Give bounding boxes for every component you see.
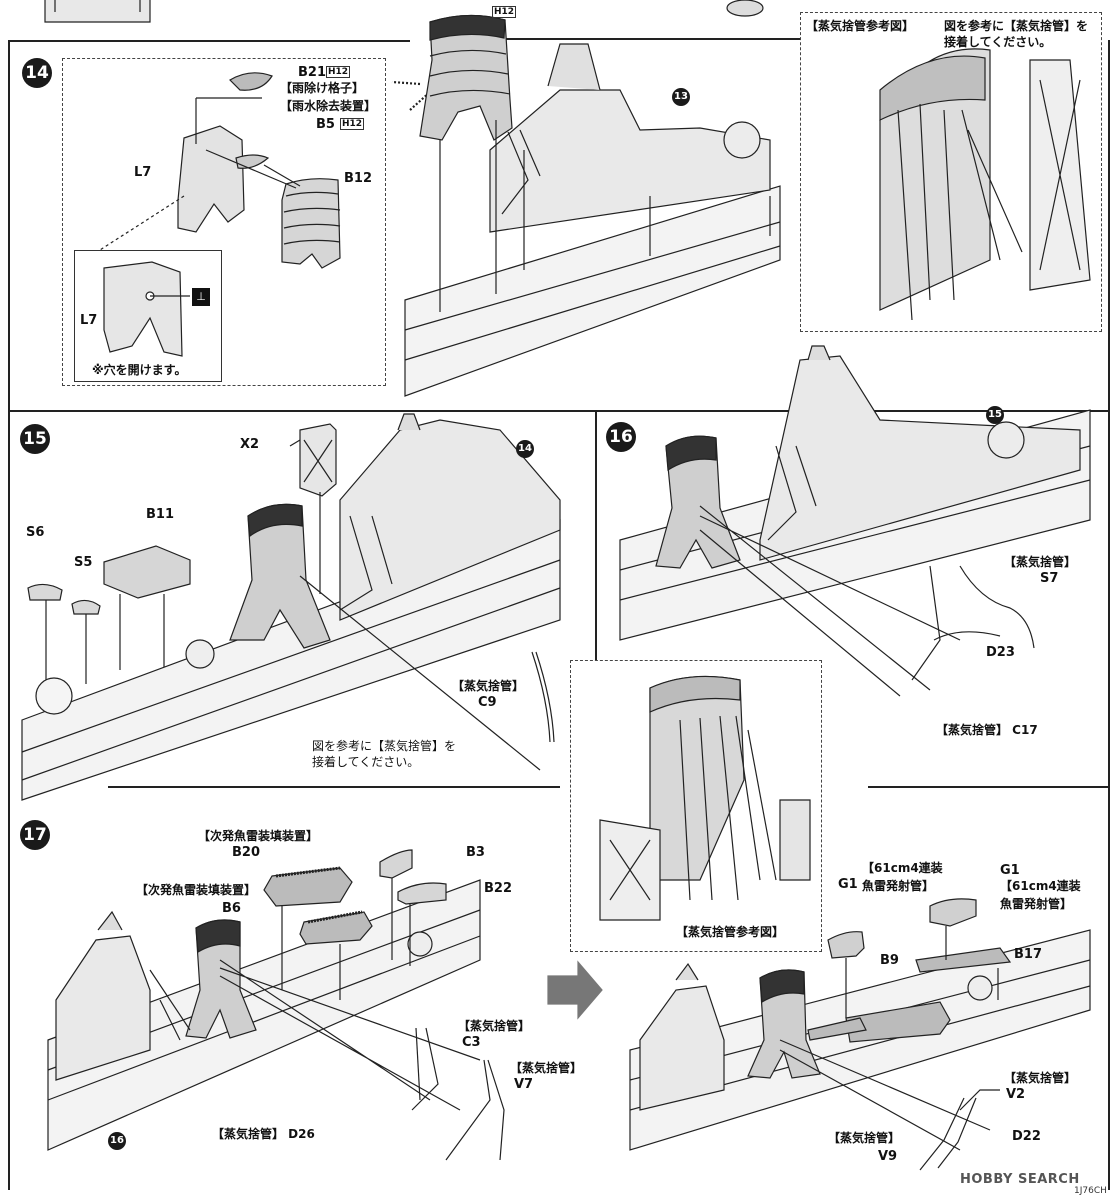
b17-label: B17 <box>1014 947 1042 962</box>
v7-label: V7 <box>514 1077 534 1092</box>
mid-vertical-divider <box>595 410 597 660</box>
b6-label: B6 <box>222 901 241 916</box>
watermark: HOBBY SEARCH <box>960 1172 1080 1187</box>
steam-pipe-reference-box-mid <box>570 660 822 952</box>
v9-steam-label: 【蒸気捨管】 <box>828 1131 901 1145</box>
step-15-number: 15 <box>20 424 50 454</box>
sheet-code: 1J76CH <box>1074 1186 1107 1196</box>
h12-tag-funnel: H12 <box>492 6 517 19</box>
reference-note-top-2: 接着してください。 <box>944 35 1052 49</box>
l7-detail-label: L7 <box>80 313 98 328</box>
d23-label: D23 <box>986 645 1015 660</box>
g1-right-name-2: 魚雷発射管】 <box>1000 897 1073 911</box>
c9-label: C9 <box>478 695 497 710</box>
c3-steam-label: 【蒸気捨管】 <box>458 1019 531 1033</box>
top-divider-mid <box>500 38 800 40</box>
v2-steam-label: 【蒸気捨管】 <box>1004 1071 1077 1085</box>
rain-grate-label: 【雨除け格子】 <box>280 81 365 95</box>
b21-label: B21 <box>298 65 326 80</box>
h12-tag-b5: H12 <box>340 118 365 131</box>
top-divider-left <box>8 40 410 42</box>
step-14-number: 14 <box>22 58 52 88</box>
reload-device-label-2: 【次発魚雷装填装置】 <box>136 883 257 897</box>
step-15-note-2: 接着してください。 <box>312 755 420 769</box>
reference-title-mid: 【蒸気捨管参考図】 <box>676 925 785 940</box>
g1-right-name-1: 【61cm4連装 <box>1000 879 1081 893</box>
step-15-note-1: 図を参考に【蒸気捨管】を <box>312 739 457 753</box>
b9-label: B9 <box>880 953 899 968</box>
c17-label: 【蒸気捨管】 C17 <box>936 723 1038 737</box>
s5-label: S5 <box>74 555 93 570</box>
s6-label: S6 <box>26 525 45 540</box>
g1-left-name-2: 魚雷発射管】 <box>862 879 935 893</box>
g1-label-left: G1 <box>838 877 858 892</box>
mid-divider <box>8 410 1108 412</box>
right-border <box>1108 40 1110 1190</box>
v7-steam-label: 【蒸気捨管】 <box>510 1061 583 1075</box>
reference-title-top: 【蒸気捨管参考図】 <box>806 19 915 34</box>
b20-label: B20 <box>232 845 260 860</box>
ref-step-14: 14 <box>516 440 534 458</box>
h12-tag-b21: H12 <box>326 66 351 79</box>
step-16-number: 16 <box>606 422 636 452</box>
ref-step-16: 16 <box>108 1132 126 1150</box>
v2-label: V2 <box>1006 1087 1026 1102</box>
b3-label: B3 <box>466 845 485 860</box>
low-divider <box>108 786 560 788</box>
s7-steam-label: 【蒸気捨管】 <box>1004 555 1077 569</box>
l7-detail-box <box>74 250 222 382</box>
drill-icon: ⊥ <box>192 288 210 306</box>
reference-note-top-1: 図を参考に【蒸気捨管】を <box>944 19 1089 33</box>
b11-label: B11 <box>146 507 174 522</box>
drill-note: ※穴を開けます。 <box>92 363 187 377</box>
x2-label: X2 <box>240 437 260 452</box>
d22-label: D22 <box>1012 1129 1041 1144</box>
b12-label: B12 <box>344 171 372 186</box>
b22-label: B22 <box>484 881 512 896</box>
step-14-parts-box <box>62 58 386 386</box>
d26-label: 【蒸気捨管】 D26 <box>212 1127 315 1141</box>
ref-step-15: 15 <box>986 406 1004 424</box>
step-17-number: 17 <box>20 820 50 850</box>
reload-device-label-1: 【次発魚雷装填装置】 <box>198 829 319 843</box>
c9-steam-label: 【蒸気捨管】 <box>452 679 525 693</box>
b5-label: B5 <box>316 117 335 132</box>
left-border <box>8 40 10 1190</box>
s7-label: S7 <box>1040 571 1059 586</box>
low-divider-right <box>868 786 1108 788</box>
c3-label: C3 <box>462 1035 481 1050</box>
ref-step-13: 13 <box>672 88 690 106</box>
l7-label: L7 <box>134 165 152 180</box>
v9-label: V9 <box>878 1149 898 1164</box>
g1-label-right: G1 <box>1000 863 1020 878</box>
rain-drain-label: 【雨水除去装置】 <box>280 99 377 113</box>
steam-pipe-reference-box-top <box>800 12 1102 332</box>
g1-left-name-1: 【61cm4連装 <box>862 861 943 875</box>
